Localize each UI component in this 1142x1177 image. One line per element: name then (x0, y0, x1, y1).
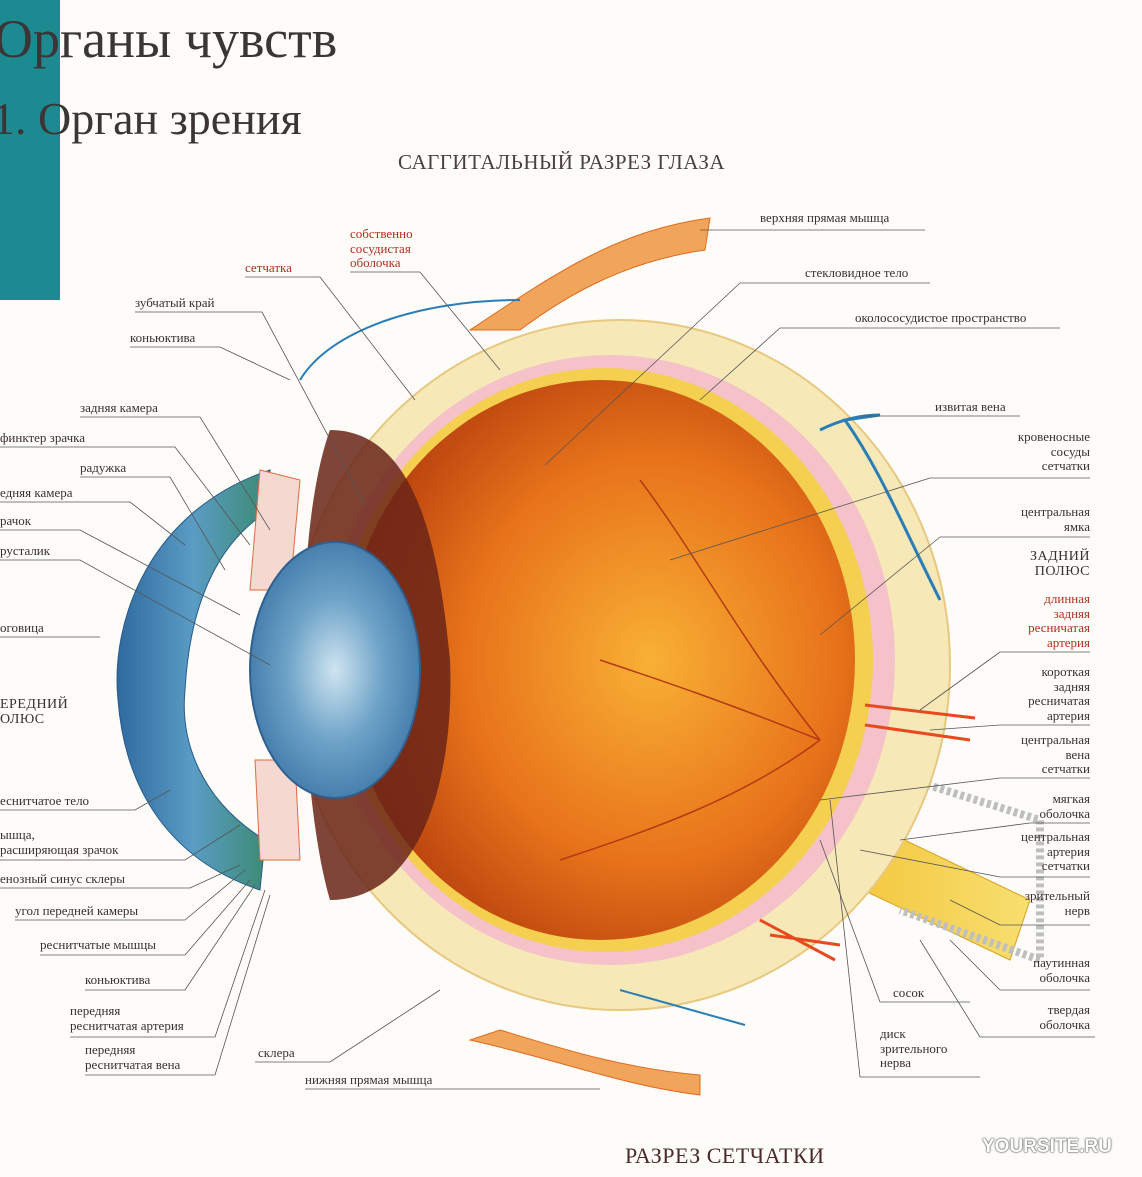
retinal-vessels (559, 479, 821, 861)
label-dura-mater: твердая оболочка (1039, 1002, 1090, 1032)
label-optic-nerve: зрительный нерв (1024, 888, 1090, 918)
page-title: Органы чувств (0, 9, 338, 69)
vortex-vein (819, 413, 942, 601)
label-choroid: собственно сосудистая оболочка (350, 226, 413, 270)
label-short-ciliary-artery: короткая задняя ресничатая артерия (1028, 664, 1090, 723)
label-vitreous: стекловидное тело (805, 265, 909, 280)
label-anterior-ciliary-artery: передняя реснитчатая артерия (70, 1003, 184, 1033)
label-chamber-angle: угол передней камеры (15, 903, 139, 918)
label-sclera: склера (258, 1045, 295, 1060)
lens (249, 541, 421, 799)
label-posterior-pole: ЗАДНИЙ ПОЛЮС (1029, 549, 1090, 579)
label-inferior-rectus: нижняя прямая мышца (305, 1072, 433, 1087)
label-superior-rectus: верхняя прямая мышца (760, 210, 890, 225)
label-fovea: центральная ямка (1020, 504, 1090, 534)
teal-bar (0, 0, 60, 300)
label-arachnoid: паутинная оболочка (1033, 955, 1090, 985)
label-pia-mater: мягкая оболочка (1039, 791, 1090, 821)
label-long-ciliary-artery: длинная задняя ресничатая артерия (1028, 591, 1090, 650)
label-conjunctiva-bottom: коньюктива (85, 972, 151, 987)
label-papilla: сосок (893, 985, 925, 1000)
label-retinal-vessels: кровеносные сосуды сетчатки (1017, 429, 1090, 473)
label-central-artery: центральная артерия сетчатки (1020, 829, 1090, 873)
label-anterior-pole: ЕРЕДНИЙ ОЛЮС (0, 697, 69, 727)
section-title: 1. Орган зрения (0, 93, 302, 144)
cornea (116, 469, 271, 891)
superior-rectus-muscle (468, 217, 711, 331)
leader-lines (0, 229, 1095, 1090)
conjunctival-vessels (299, 299, 746, 1026)
label-lens: русталик (0, 543, 51, 558)
label-central-vein: центральная вена сетчатки (1020, 732, 1090, 776)
label-venous-sinus: енозный синус склеры (0, 871, 126, 886)
label-cornea: оговица (0, 620, 44, 635)
retina-section-caption: РАЗРЕЗ СЕТЧАТКИ (625, 1143, 825, 1168)
figure-title: САГГИТАЛЬНЫЙ РАЗРЕЗ ГЛАЗА (398, 150, 726, 174)
label-conjunctiva-top: коньюктива (130, 330, 196, 345)
label-anterior-chamber: едняя камера (0, 485, 73, 500)
label-optic-disc: диск зрительного нерва (880, 1026, 948, 1070)
label-ora-serrata: зубчатый край (135, 295, 215, 310)
label-perichoroidal-space: околососудистое пространство (855, 310, 1027, 325)
label-vortex-vein: извитая вена (935, 399, 1006, 414)
label-pupil-dilator: ышца, расширяющая зрачок (0, 827, 119, 857)
inferior-rectus-muscle (468, 1029, 701, 1096)
label-pupil-sphincter: финктер зрачка (0, 430, 85, 445)
label-posterior-chamber: задняя камера (80, 400, 158, 415)
watermark: YOURSITE.RU (982, 1136, 1112, 1157)
label-pupil: рачок (0, 513, 32, 528)
posterior-ciliary-arteries (759, 703, 976, 962)
label-iris: радужка (80, 460, 127, 475)
dura-sheath (878, 766, 1044, 966)
label-ciliary-body: еснитчатое тело (0, 793, 90, 808)
label-ciliary-muscles: реснитчатые мышцы (40, 937, 157, 952)
label-retina: сетчатка (245, 260, 292, 275)
label-anterior-ciliary-vein: передняя реснитчатая вена (85, 1042, 181, 1072)
